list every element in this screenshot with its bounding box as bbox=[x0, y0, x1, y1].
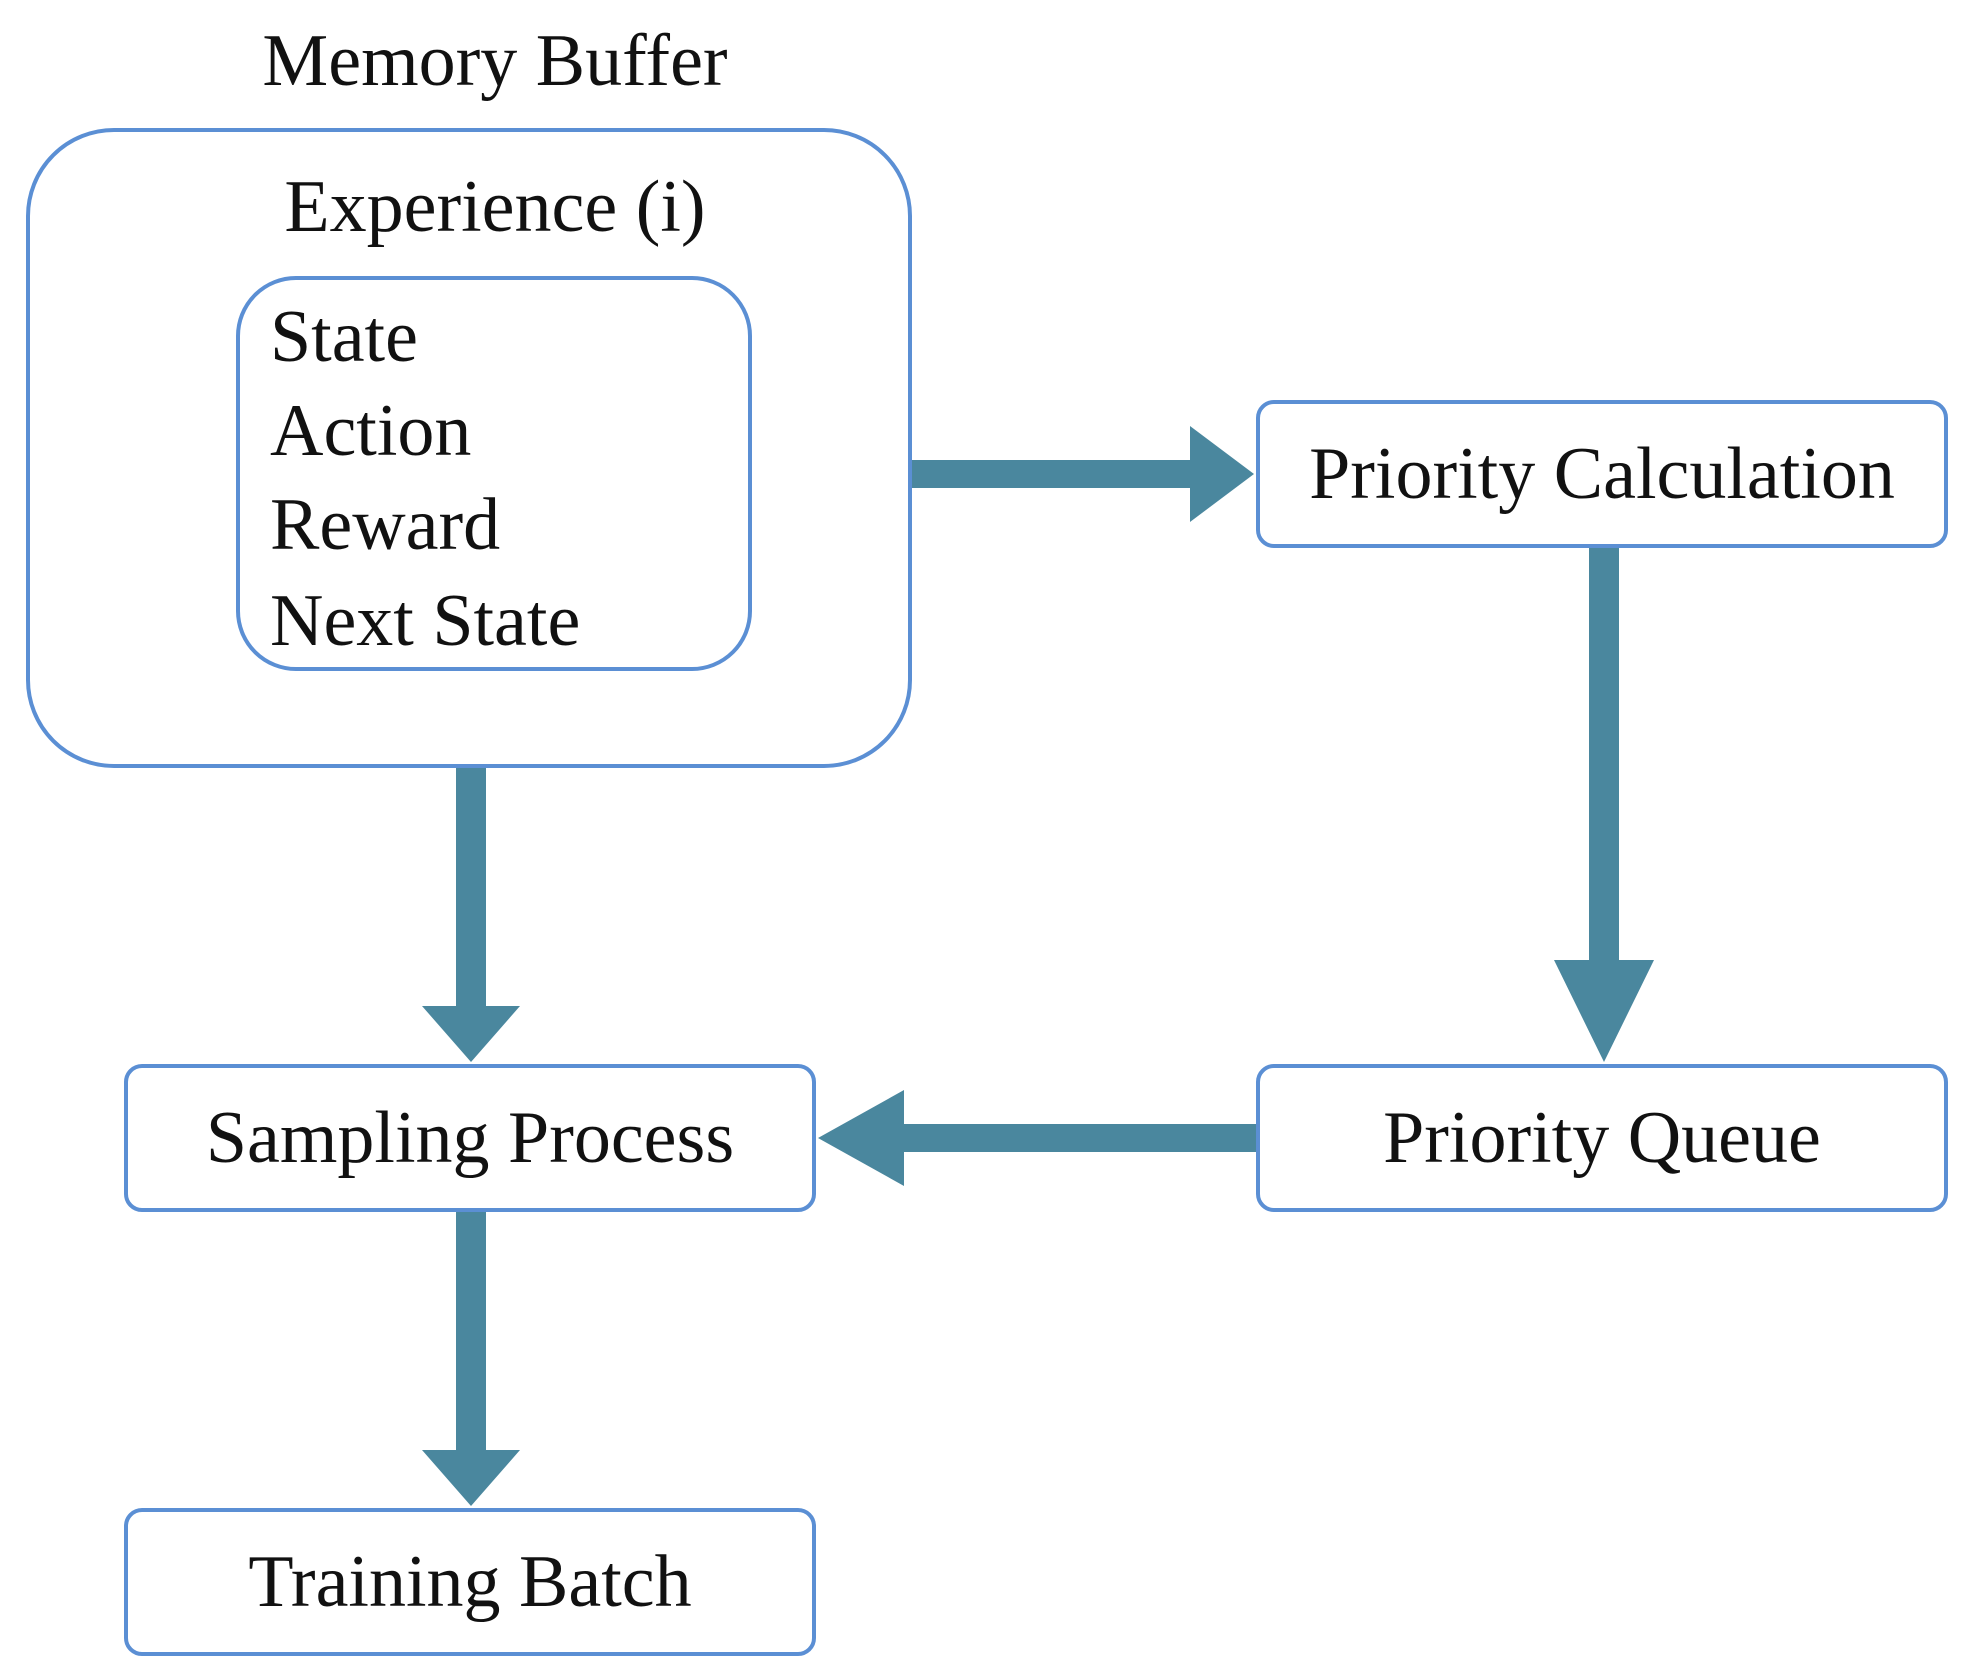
training-batch-label: Training Batch bbox=[248, 1541, 692, 1623]
experience-field-next-state: Next State bbox=[270, 580, 581, 662]
priority-calculation-node: Priority Calculation bbox=[1256, 400, 1948, 548]
arrow-sampling-to-training bbox=[422, 1212, 520, 1506]
training-batch-node: Training Batch bbox=[124, 1508, 816, 1656]
arrow-priority-calculation-to-queue bbox=[1554, 548, 1654, 1062]
experience-field-action: Action bbox=[270, 390, 472, 472]
experience-field-reward: Reward bbox=[270, 484, 501, 566]
sampling-process-label: Sampling Process bbox=[205, 1097, 735, 1179]
arrow-memory-to-priority-calculation bbox=[912, 426, 1254, 522]
memory-buffer-container bbox=[26, 128, 912, 768]
experience-title: Experience (i) bbox=[284, 166, 706, 248]
experience-field-state: State bbox=[270, 296, 418, 378]
priority-calculation-label: Priority Calculation bbox=[1309, 433, 1895, 515]
memory-buffer-title: Memory Buffer bbox=[262, 20, 728, 102]
priority-queue-label: Priority Queue bbox=[1383, 1097, 1821, 1179]
priority-queue-node: Priority Queue bbox=[1256, 1064, 1948, 1212]
arrow-queue-to-sampling bbox=[818, 1090, 1256, 1186]
arrow-memory-to-sampling bbox=[422, 768, 520, 1062]
sampling-process-node: Sampling Process bbox=[124, 1064, 816, 1212]
experience-fields-box bbox=[236, 276, 752, 671]
